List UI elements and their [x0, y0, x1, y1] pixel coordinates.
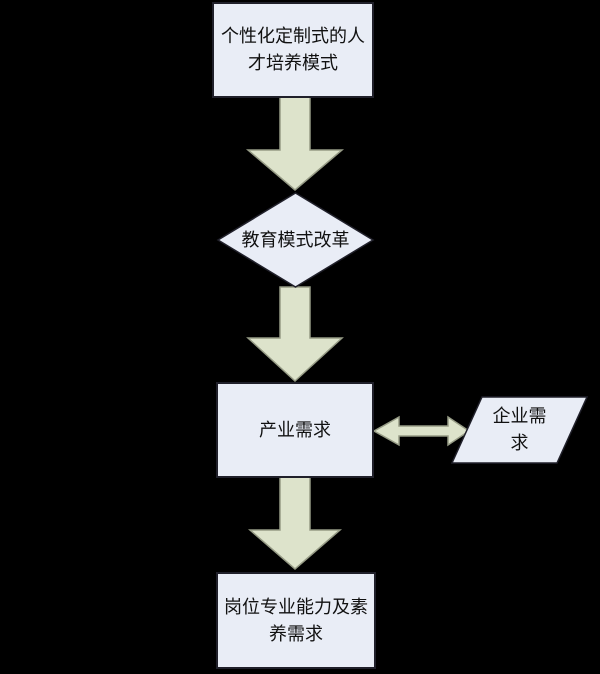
down-arrow-2: [246, 286, 344, 383]
double-headed-arrow: [372, 415, 471, 447]
enterprise-demand-parallelogram: [450, 396, 589, 464]
job-competency-box: [216, 572, 376, 669]
down-arrow-1: [245, 96, 345, 191]
talent-model-box: [212, 2, 374, 98]
industry-demand-box: [216, 382, 374, 478]
education-reform-diamond: [216, 192, 375, 288]
down-arrow-3: [247, 476, 343, 570]
